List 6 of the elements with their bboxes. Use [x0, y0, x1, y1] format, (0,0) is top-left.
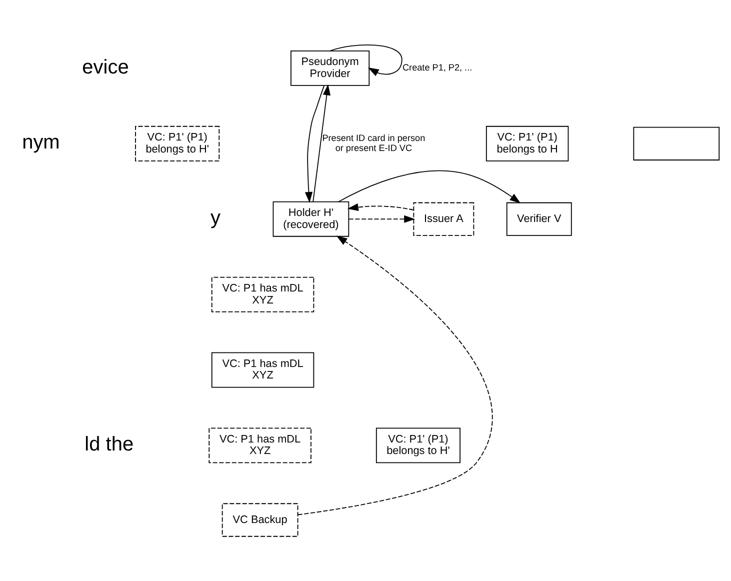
label: nym: [22, 132, 60, 154]
label: ld the: [84, 434, 134, 456]
label: evice: [82, 56, 129, 78]
edge-label: Create P1, P2, ...: [402, 62, 472, 72]
edge-label: Present ID card in person or present E-ID VC: [322, 132, 426, 153]
label: y: [210, 207, 221, 230]
